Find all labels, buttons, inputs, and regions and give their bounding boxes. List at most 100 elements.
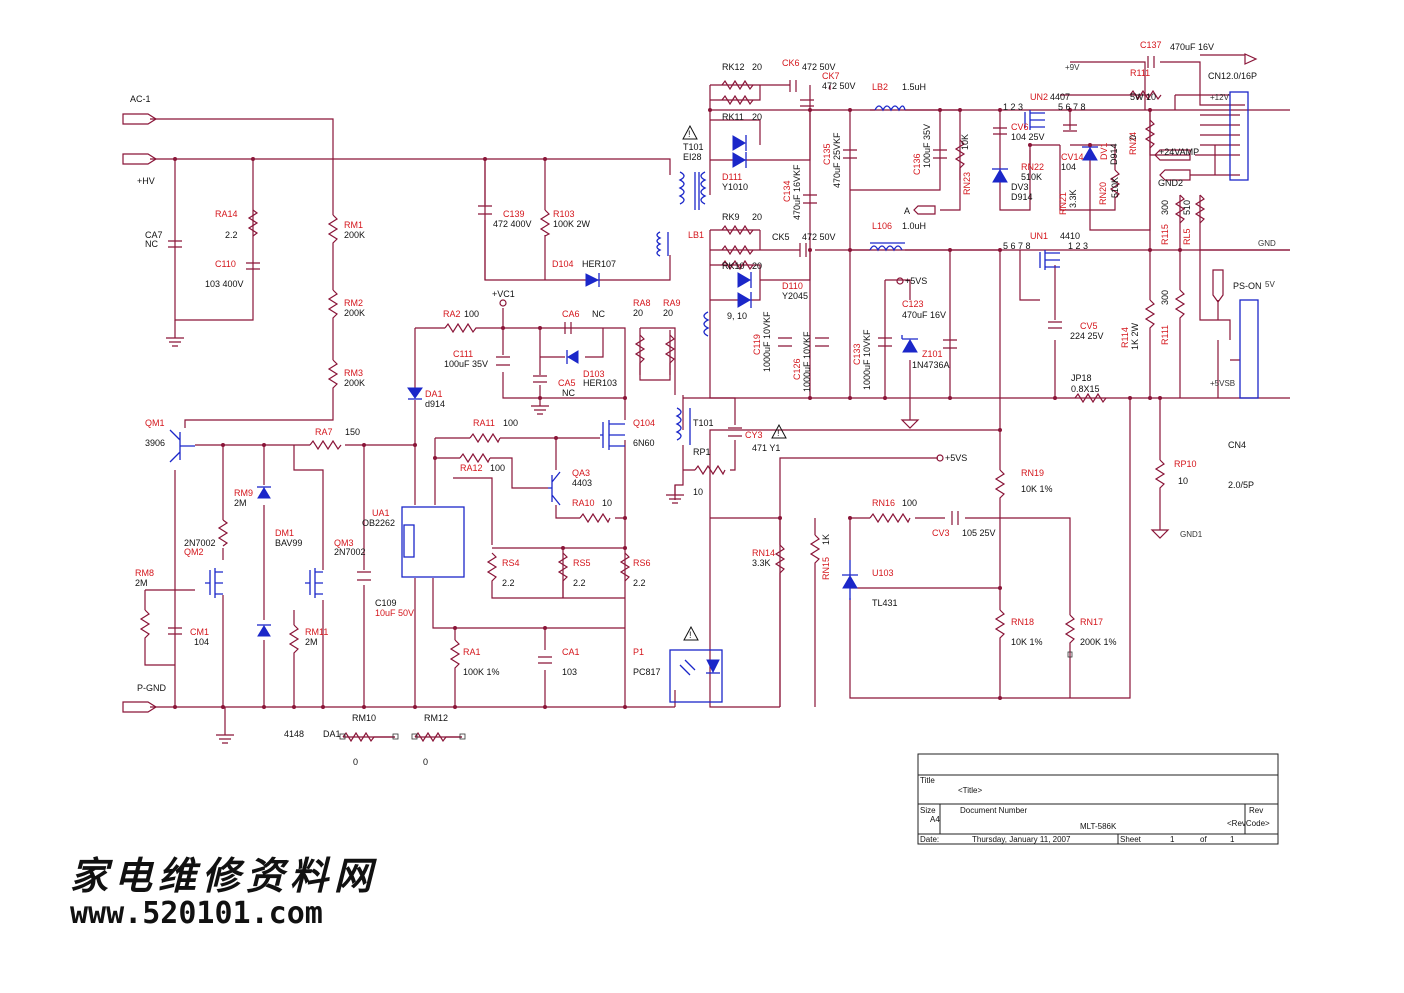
label-c126v: 1000uF 10VKF (802, 331, 812, 392)
label-r114v: 1K 2W (1130, 322, 1140, 350)
document-number-value: MLT-586K (1080, 822, 1117, 831)
label-cm1v: 104 (194, 637, 209, 647)
label-rm12v: 0 (423, 757, 428, 767)
components (122, 53, 1259, 743)
label-cn4: CN4 (1228, 440, 1246, 450)
label-cv6: CV6 (1011, 122, 1029, 132)
label-un2: UN2 (1030, 92, 1048, 102)
label-ra12: RA12 (460, 463, 483, 473)
label-p4148: 4148 (284, 729, 304, 739)
date-label: Date: (920, 835, 939, 844)
label-rn20: RN20 (1098, 182, 1108, 205)
label-rm9v: 2M (234, 498, 247, 508)
label-rp1v: 10 (693, 487, 703, 497)
warning-icons: ! ! ! (682, 124, 787, 641)
label-rn21: RN21 (1058, 192, 1068, 215)
label-lb1: LB1 (688, 230, 704, 240)
hv-connector (122, 153, 158, 165)
secondary-wiring (709, 61, 1290, 708)
rev-value: <RevCode> (1227, 819, 1270, 828)
label-rm11: RM11 (305, 627, 328, 637)
label-ra11v: 100 (503, 418, 518, 428)
label-lb2v: 1.5uH (902, 82, 926, 92)
label-gnd: GND (1258, 239, 1276, 248)
size-value: A4 (930, 815, 940, 824)
label-r114: R114 (1120, 327, 1130, 348)
label-rm1: RM1 (344, 220, 363, 230)
label-r103: R103 (553, 209, 575, 219)
da1-diode (407, 387, 423, 399)
label-pgnd: P-GND (137, 683, 167, 693)
d104-diode (585, 273, 600, 287)
label-ra12v: 100 (490, 463, 505, 473)
label-rn21v: 3.3K (1068, 189, 1078, 208)
label-ua1v: OB2262 (362, 518, 395, 528)
label-ca6: CA6 (562, 309, 580, 319)
label-ca1: CA1 (562, 647, 580, 657)
ac1-connector (122, 113, 158, 125)
label-p123b: 1 2 3 (1068, 241, 1088, 251)
svg-text:!: ! (689, 630, 692, 640)
label-rm8v: 2M (135, 578, 148, 588)
label-p123: 1 2 3 (1003, 102, 1023, 112)
label-c135v: 470uF 25VKF (832, 132, 842, 188)
label-cy3: CY3 (745, 430, 763, 440)
label-rk9v: 20 (752, 212, 762, 222)
ground-symbols (166, 320, 1170, 744)
qa3-transistor (548, 471, 561, 506)
label-qm1v: 3906 (145, 438, 165, 448)
label-rk11v: 20 (752, 112, 762, 122)
label-ck6v: 472 50V (802, 62, 836, 72)
label-q104: Q104 (633, 418, 655, 428)
label-p1v: PC817 (633, 667, 661, 677)
label-c119v: 1000uF 10VKF (762, 311, 772, 372)
label-rk12: RK12 (722, 62, 745, 72)
label-r115: R115 (1160, 224, 1170, 245)
label-lb2: LB2 (872, 82, 888, 92)
label-cn4v: 2.0/5P (1228, 480, 1254, 490)
document-number-label: Document Number (960, 806, 1027, 815)
component-labels: AC-1 +HV P-GND CA7 NC RA14 2.2 C110 103 … (130, 40, 1276, 767)
label-ck7: CK7 (822, 71, 840, 81)
sheet-total: 1 (1230, 835, 1235, 844)
label-d104v: HER107 (582, 259, 616, 269)
label-jp18: JP18 (1071, 373, 1092, 383)
p1-optocoupler (669, 649, 723, 703)
label-rn17: RN17 (1080, 617, 1103, 627)
cn4-connector (1239, 299, 1259, 399)
label-rm1v: 200K (344, 230, 365, 240)
label-rn15: RN15 (821, 557, 831, 580)
label-rl5: RL5 (1182, 228, 1192, 245)
label-d104: D104 (552, 259, 574, 269)
label-un1: UN1 (1030, 231, 1048, 241)
label-ra2: RA2 (443, 309, 461, 319)
label-rn24: RN24 (1128, 132, 1138, 155)
label-u103v: TL431 (872, 598, 898, 608)
label-ck5v: 472 50V (802, 232, 836, 242)
label-cv3v: 105 25V (962, 528, 996, 538)
label-ck7v: 472 50V (822, 81, 856, 91)
label-c136: C136 (912, 153, 922, 175)
label-da1b: DA1 (323, 729, 341, 739)
label-p12v: +12V (1210, 93, 1230, 102)
label-dv1v: D914 (1109, 143, 1119, 165)
label-p5678: 5 6 7 8 (1058, 102, 1086, 112)
label-q104v: 6N60 (633, 438, 655, 448)
junction-dots (173, 108, 1182, 709)
label-c136v: 100uF 35V (922, 124, 932, 168)
label-rs4v: 2.2 (502, 578, 515, 588)
label-pt_a: A (904, 206, 910, 216)
label-ua1: UA1 (372, 508, 390, 518)
label-c137v: 470uF 16V (1170, 42, 1214, 52)
dm1-diode-bottom (257, 625, 271, 637)
label-rn19v: 10K 1% (1021, 484, 1053, 494)
label-cy3v: 471 Y1 (752, 443, 780, 453)
size-label: Size (920, 806, 936, 815)
label-qm1: QM1 (145, 418, 165, 428)
label-p5vsb: +5VS (945, 453, 967, 463)
label-c111v: 100uF 35V (444, 359, 488, 369)
label-ra10: RA10 (572, 498, 595, 508)
label-qm2v: 2N7002 (184, 538, 216, 548)
label-pson: PS-ON (1233, 281, 1262, 291)
